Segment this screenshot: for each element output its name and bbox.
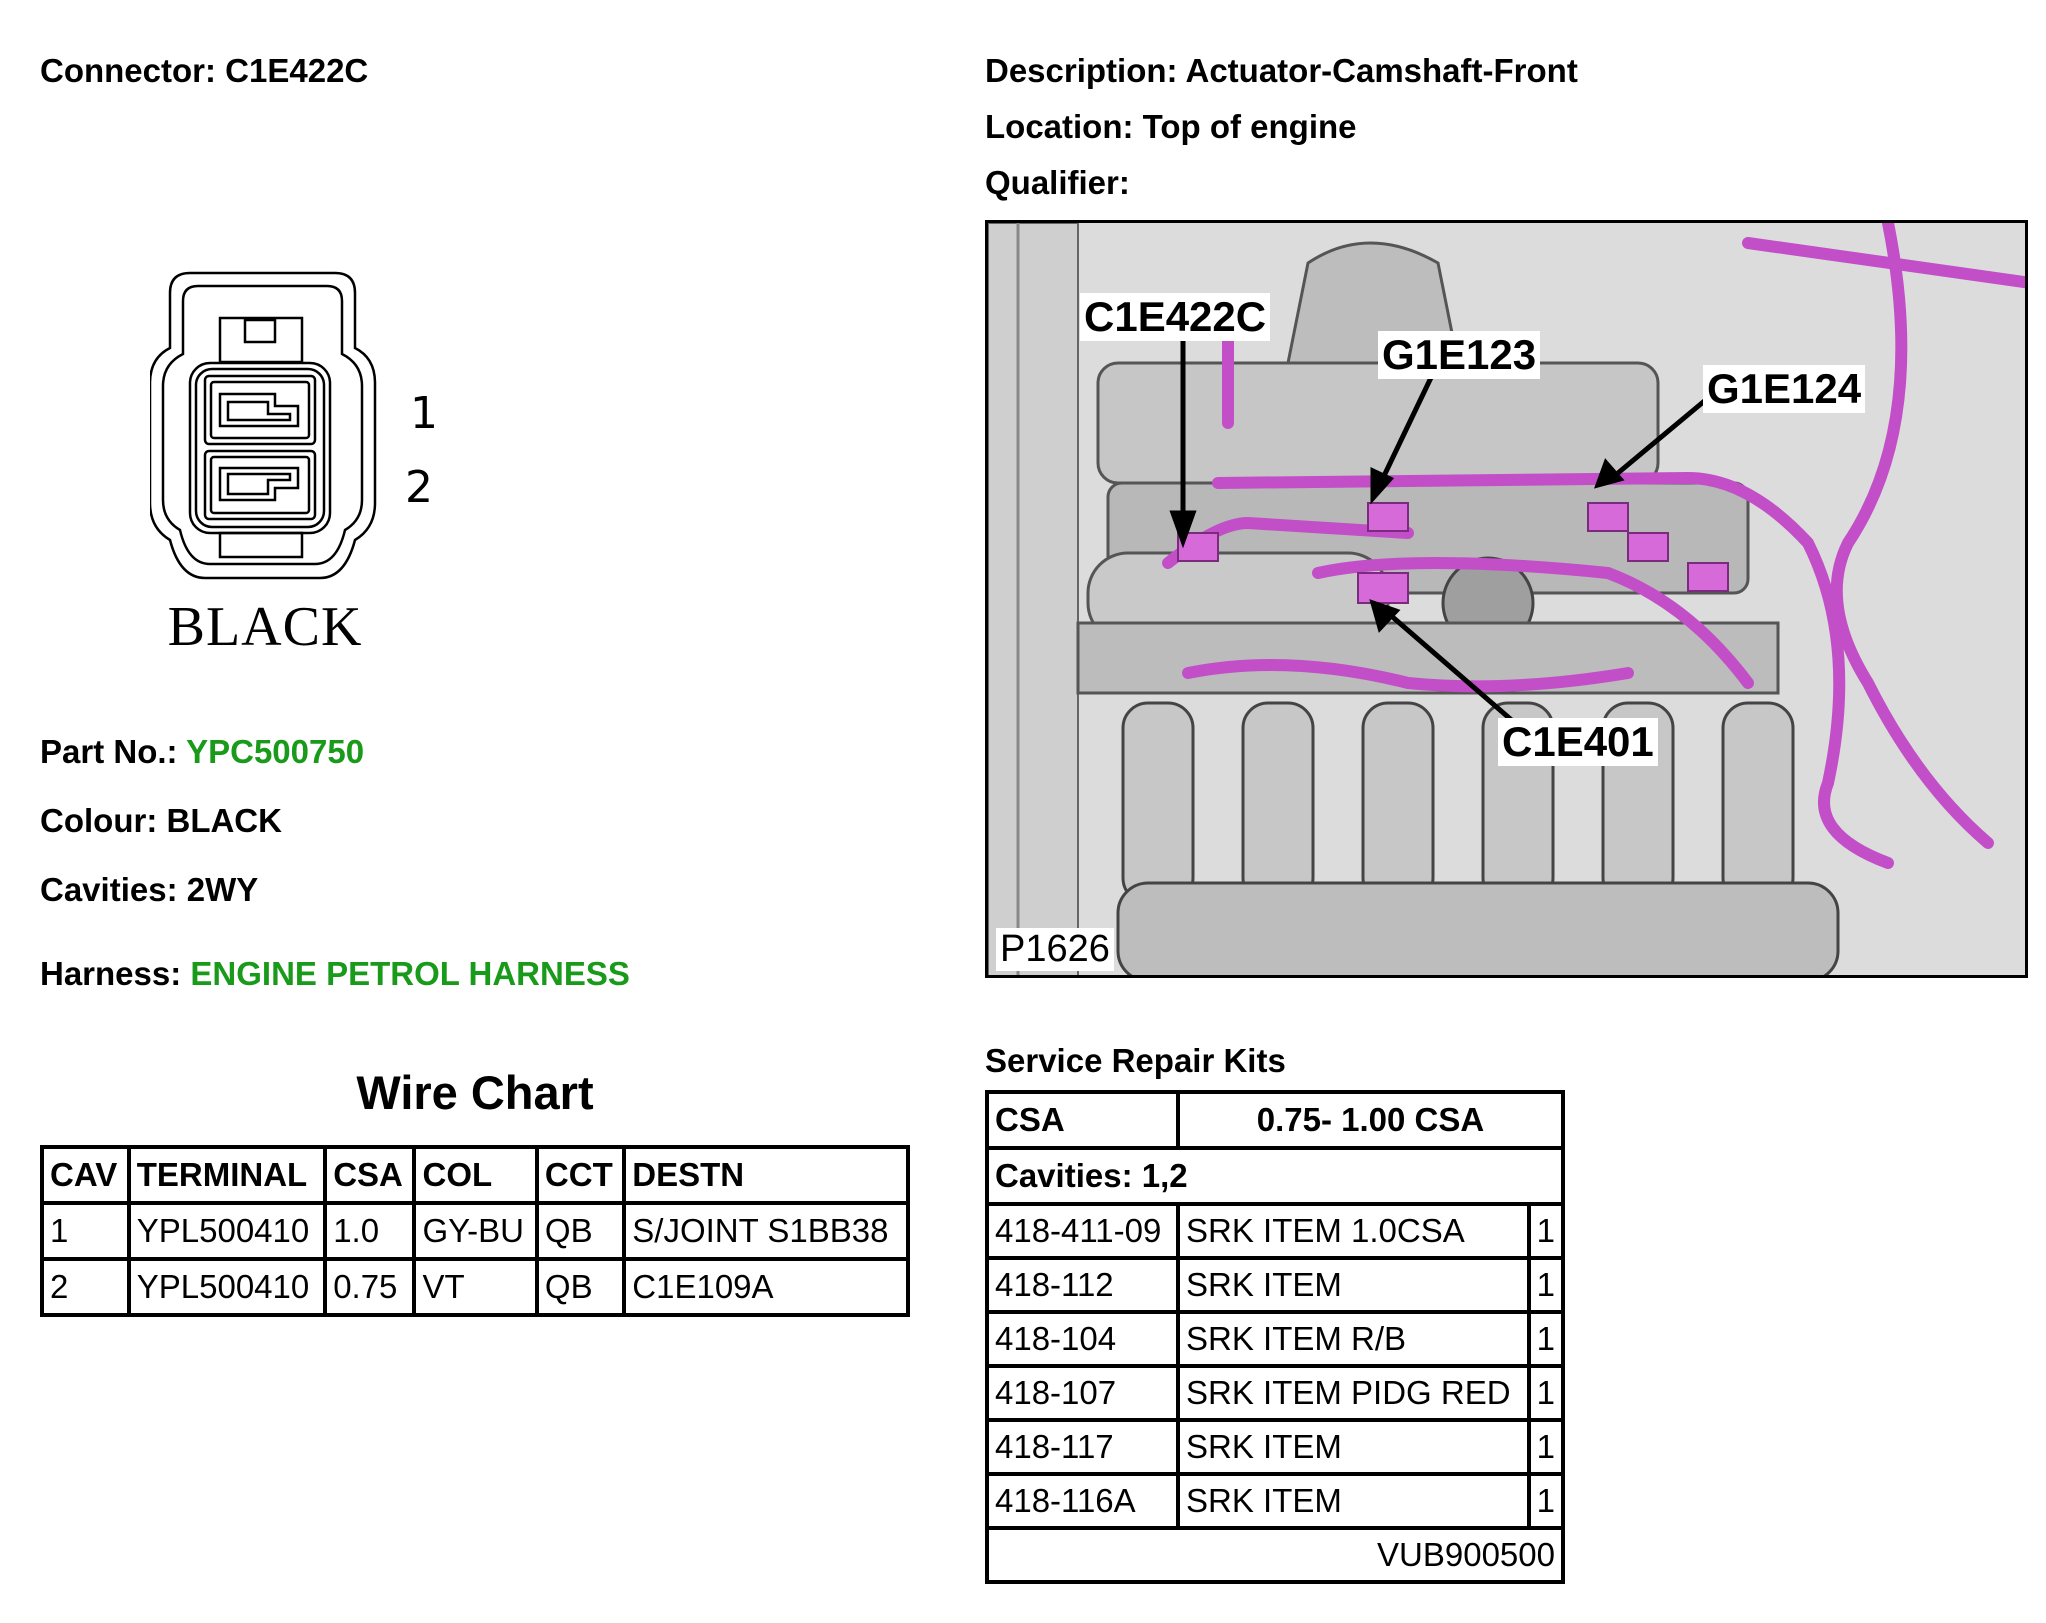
- cell-col: VT: [412, 1257, 539, 1317]
- description-field: Description: Actuator-Camshaft-Front: [985, 52, 1578, 90]
- cell-cct: QB: [534, 1201, 627, 1261]
- cavities-label: Cavities:: [40, 871, 178, 908]
- cell-cav: 1: [40, 1201, 131, 1261]
- table-row: 418-116A SRK ITEM 1: [985, 1472, 1566, 1530]
- cell-terminal: YPL500410: [126, 1257, 328, 1317]
- srk-qty: 1: [1526, 1256, 1566, 1314]
- srk-item: SRK ITEM PIDG RED: [1176, 1364, 1531, 1422]
- connector-label: Connector:: [40, 52, 216, 89]
- srk-part-no: 418-117: [985, 1418, 1180, 1476]
- callout-c1e422c: C1E422C: [1080, 293, 1271, 341]
- srk-qty: 1: [1526, 1418, 1566, 1476]
- srk-part-no: 418-112: [985, 1256, 1180, 1314]
- harness-value[interactable]: ENGINE PETROL HARNESS: [190, 955, 630, 992]
- cell-csa: 0.75: [323, 1257, 417, 1317]
- cell-col: GY-BU: [412, 1201, 539, 1261]
- engine-location-image: C1E422C G1E123 G1E124 C1E401 P1626: [985, 220, 2028, 978]
- srk-part-no: 418-411-09: [985, 1202, 1180, 1260]
- col-header-terminal: TERMINAL: [126, 1145, 328, 1205]
- description-value: Actuator-Camshaft-Front: [1185, 52, 1578, 89]
- table-row: 418-112 SRK ITEM 1: [985, 1256, 1566, 1314]
- colour-field: Colour: BLACK: [40, 802, 282, 840]
- srk-csa-row: CSA 0.75- 1.00 CSA: [985, 1090, 1565, 1150]
- table-row: 418-411-09 SRK ITEM 1.0CSA 1: [985, 1202, 1566, 1260]
- srk-qty: 1: [1526, 1364, 1566, 1422]
- srk-item: SRK ITEM: [1176, 1418, 1531, 1476]
- harness-field: Harness: ENGINE PETROL HARNESS: [40, 955, 630, 993]
- part-no-value[interactable]: YPC500750: [186, 733, 365, 770]
- connector-value: C1E422C: [225, 52, 369, 89]
- table-row: 1 YPL500410 1.0 GY-BU QB S/JOINT S1BB38: [40, 1201, 910, 1261]
- srk-qty: 1: [1526, 1472, 1566, 1530]
- srk-footer-row: VUB900500: [985, 1526, 1565, 1584]
- location-label: Location:: [985, 108, 1134, 145]
- cavities-value: 2WY: [186, 871, 259, 908]
- callout-c1e401: C1E401: [1498, 718, 1658, 766]
- wire-chart-table: CAV TERMINAL CSA COL CCT DESTN 1 YPL5004…: [40, 1145, 910, 1317]
- srk-footer-code: VUB900500: [985, 1526, 1565, 1584]
- callout-g1e124: G1E124: [1703, 365, 1866, 413]
- col-header-cav: CAV: [40, 1145, 131, 1205]
- srk-csa-label: CSA: [985, 1090, 1180, 1150]
- cell-csa: 1.0: [323, 1201, 417, 1261]
- srk-qty: 1: [1526, 1202, 1566, 1260]
- srk-csa-value: 0.75- 1.00 CSA: [1176, 1090, 1565, 1150]
- col-header-csa: CSA: [323, 1145, 417, 1205]
- col-header-destn: DESTN: [622, 1145, 910, 1205]
- table-row: 418-104 SRK ITEM R/B 1: [985, 1310, 1566, 1368]
- location-field: Location: Top of engine: [985, 108, 1357, 146]
- cavities-field: Cavities: 2WY: [40, 871, 258, 909]
- srk-cavities: Cavities: 1,2: [985, 1146, 1565, 1206]
- srk-title: Service Repair Kits: [985, 1042, 1286, 1079]
- cell-cct: QB: [534, 1257, 627, 1317]
- image-id-p1626: P1626: [996, 928, 1114, 971]
- srk-part-no: 418-107: [985, 1364, 1180, 1422]
- description-label: Description:: [985, 52, 1178, 89]
- srk-part-no: 418-104: [985, 1310, 1180, 1368]
- part-no-field: Part No.: YPC500750: [40, 733, 364, 771]
- cell-destn: C1E109A: [622, 1257, 910, 1317]
- wire-chart-header-row: CAV TERMINAL CSA COL CCT DESTN: [40, 1145, 910, 1205]
- srk-item: SRK ITEM R/B: [1176, 1310, 1531, 1368]
- srk-qty: 1: [1526, 1310, 1566, 1368]
- qualifier-label: Qualifier:: [985, 164, 1130, 201]
- table-row: 2 YPL500410 0.75 VT QB C1E109A: [40, 1257, 910, 1317]
- harness-label: Harness:: [40, 955, 182, 992]
- col-header-cct: CCT: [534, 1145, 627, 1205]
- srk-cavities-row: Cavities: 1,2: [985, 1146, 1565, 1206]
- pin-2-label: 2: [405, 462, 433, 513]
- pin-1-label: 1: [410, 388, 438, 439]
- connector-outline-icon: [148, 271, 377, 580]
- col-header-col: COL: [412, 1145, 539, 1205]
- connector-field: Connector: C1E422C: [40, 52, 368, 90]
- wire-chart-title: Wire Chart: [356, 1066, 594, 1119]
- connector-colour-text: BLACK: [167, 596, 363, 658]
- callout-g1e123: G1E123: [1378, 331, 1541, 379]
- connector-face-drawing: [148, 268, 450, 593]
- cell-terminal: YPL500410: [126, 1201, 328, 1261]
- part-no-label: Part No.:: [40, 733, 178, 770]
- srk-item: SRK ITEM: [1176, 1256, 1531, 1314]
- srk-part-no: 418-116A: [985, 1472, 1180, 1530]
- location-value: Top of engine: [1142, 108, 1357, 145]
- table-row: 418-117 SRK ITEM 1: [985, 1418, 1566, 1476]
- colour-value: BLACK: [166, 802, 282, 839]
- qualifier-field: Qualifier:: [985, 164, 1130, 202]
- table-row: 418-107 SRK ITEM PIDG RED 1: [985, 1364, 1566, 1422]
- srk-item: SRK ITEM 1.0CSA: [1176, 1202, 1531, 1260]
- srk-table: CSA 0.75- 1.00 CSA Cavities: 1,2 418-411…: [985, 1090, 1566, 1584]
- srk-item: SRK ITEM: [1176, 1472, 1531, 1530]
- cell-cav: 2: [40, 1257, 131, 1317]
- colour-label: Colour:: [40, 802, 158, 839]
- cell-destn: S/JOINT S1BB38: [622, 1201, 910, 1261]
